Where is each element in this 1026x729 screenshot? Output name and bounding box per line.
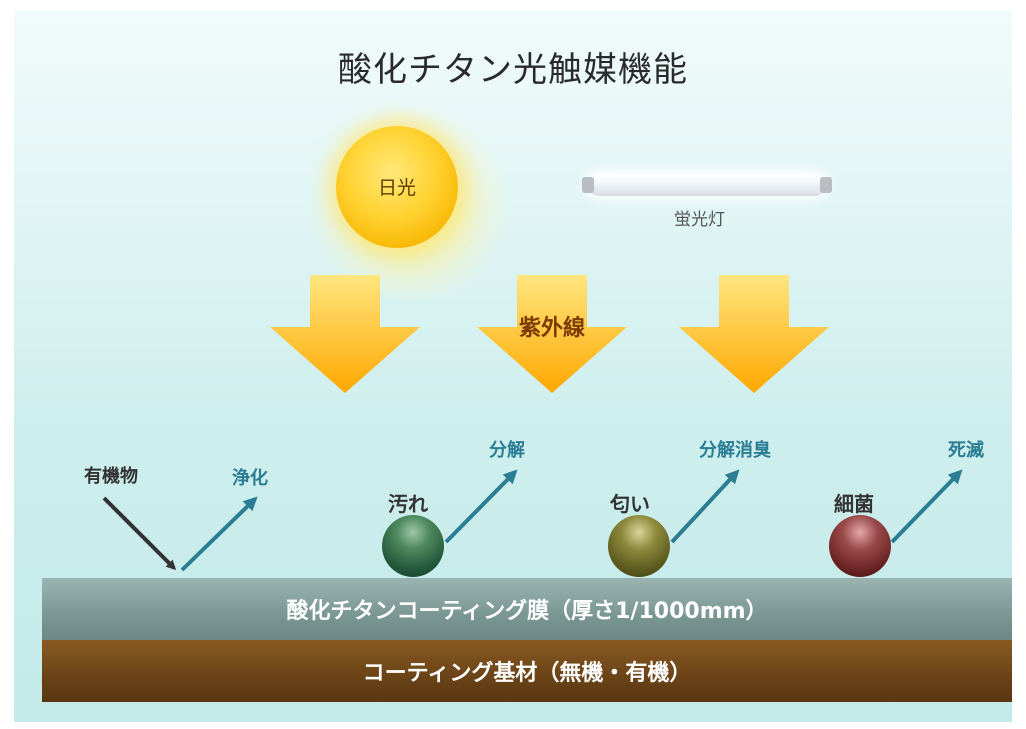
lamp-cap-right	[820, 177, 832, 193]
germ-particle	[829, 515, 891, 577]
diagram-frame: 酸化チタン光触媒機能 日光 蛍光灯 紫外線	[14, 10, 1012, 722]
odor-result-arrow	[670, 469, 740, 544]
base-layer-label: コーティング基材（無機・有機）	[362, 661, 692, 686]
base-layer: コーティング基材（無機・有機）	[42, 640, 1012, 702]
lamp-cap-left	[582, 177, 594, 193]
dirt-result-label: 分解	[489, 440, 525, 461]
fluorescent-lamp-icon	[582, 174, 832, 196]
germs-result-label: 死滅	[948, 440, 984, 461]
odor-label: 匂い	[610, 492, 650, 516]
dirt-particle	[382, 515, 444, 577]
odor-particle	[608, 515, 670, 577]
uv-arrow-right	[679, 275, 829, 393]
reaction-arrows	[102, 469, 963, 572]
incoming-arrow	[102, 496, 177, 571]
uv-arrow-center	[477, 275, 627, 393]
dirt-label: 汚れ	[388, 492, 428, 516]
germs-result-arrow	[890, 469, 963, 544]
odor-result-label: 分解消臭	[699, 440, 771, 461]
purify-arrow	[180, 496, 258, 572]
organic-label: 有機物	[84, 466, 138, 487]
uv-label: 紫外線	[518, 316, 585, 341]
dirt-result-arrow	[444, 469, 518, 544]
coating-layer-label: 酸化チタンコーティング膜（厚さ1/1000mm）	[286, 599, 768, 624]
diagram-title: 酸化チタン光触媒機能	[338, 50, 688, 90]
lamp-label: 蛍光灯	[674, 210, 725, 230]
germs-label: 細菌	[834, 492, 874, 516]
uv-arrow-left	[270, 275, 420, 393]
purify-label: 浄化	[232, 468, 268, 489]
sun-label: 日光	[377, 177, 416, 199]
sun-icon: 日光	[336, 126, 458, 248]
coating-layer: 酸化チタンコーティング膜（厚さ1/1000mm）	[42, 578, 1012, 640]
